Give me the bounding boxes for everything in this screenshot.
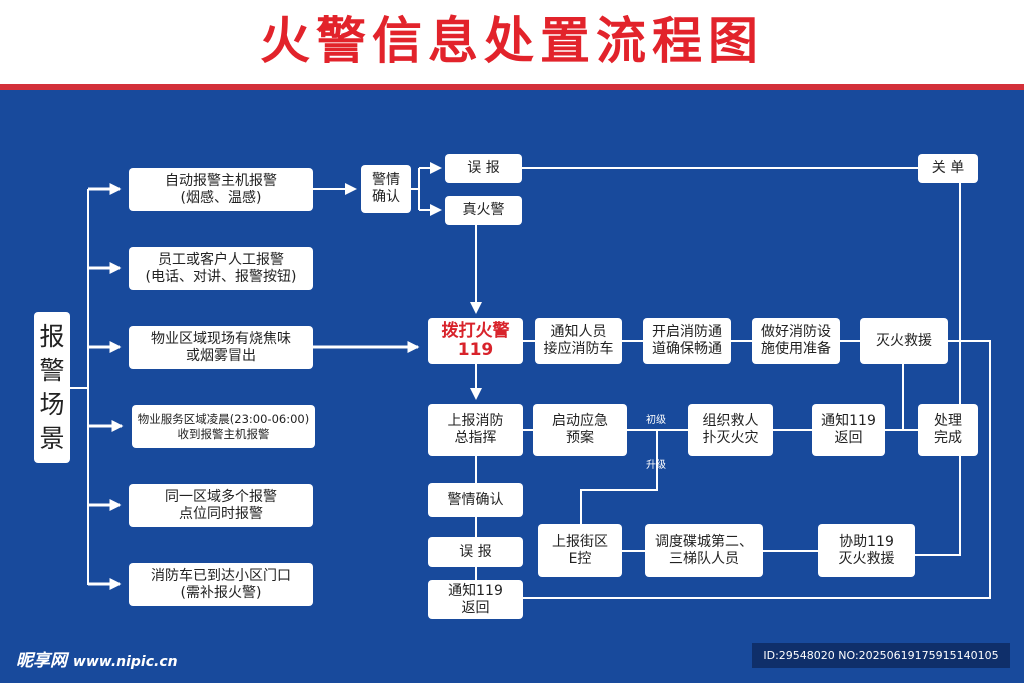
start-emergency-plan-box[interactable]: 启动应急预案 — [533, 404, 627, 456]
scenario-smoke-smell[interactable]: 物业区域现场有烧焦味或烟雾冒出 — [129, 326, 313, 369]
dispatch-teams-box[interactable]: 调度碟城第二、三梯队人员 — [645, 524, 763, 577]
watermark-id: ID:29548020 NO:20250619175915140105 — [752, 643, 1010, 668]
left-confirm-box[interactable]: 警情确认 — [428, 483, 523, 517]
header-stripe — [0, 84, 1024, 90]
real-fire-box[interactable]: 真火警 — [445, 196, 522, 225]
close-order-box[interactable]: 关 单 — [918, 154, 978, 183]
scenario-multiple-alarms[interactable]: 同一区域多个报警点位同时报警 — [129, 484, 313, 527]
watermark-logo: 昵享网 www.nipic.cn — [16, 651, 178, 671]
scenario-manual-alarm[interactable]: 员工或客户人工报警(电话、对讲、报警按钮) — [129, 247, 313, 290]
report-command-box[interactable]: 上报消防总指挥 — [428, 404, 523, 456]
label-upgrade: 升级 — [646, 460, 666, 471]
false-alarm-top-box[interactable]: 误 报 — [445, 154, 522, 183]
open-fire-passage-box[interactable]: 开启消防通道确保畅通 — [643, 318, 731, 364]
scene-trunk — [70, 189, 89, 585]
scenario-night-alarm[interactable]: 物业服务区域凌晨(23:00-06:00)收到报警主机报警 — [132, 405, 315, 448]
scenario-fire-truck-arrived[interactable]: 消防车已到达小区门口(需补报火警) — [129, 563, 313, 606]
page-title: 火警信息处置流程图 — [260, 12, 764, 70]
firefighting-rescue-box[interactable]: 灭火救援 — [860, 318, 948, 364]
scene-label: 报警场景 — [34, 312, 70, 463]
header — [0, 0, 1024, 84]
prepare-facilities-box[interactable]: 做好消防设施使用准备 — [752, 318, 840, 364]
label-primary: 初级 — [646, 415, 666, 426]
process-complete-box[interactable]: 处理完成 — [918, 404, 978, 456]
alarm-confirm-box[interactable]: 警情确认 — [361, 165, 411, 213]
scenario-auto-alarm[interactable]: 自动报警主机报警(烟感、温感) — [129, 168, 313, 211]
left-false-alarm-box[interactable]: 误 报 — [428, 537, 523, 567]
organize-rescue-box[interactable]: 组织救人扑灭火灾 — [688, 404, 773, 456]
notify-staff-box[interactable]: 通知人员接应消防车 — [535, 318, 622, 364]
